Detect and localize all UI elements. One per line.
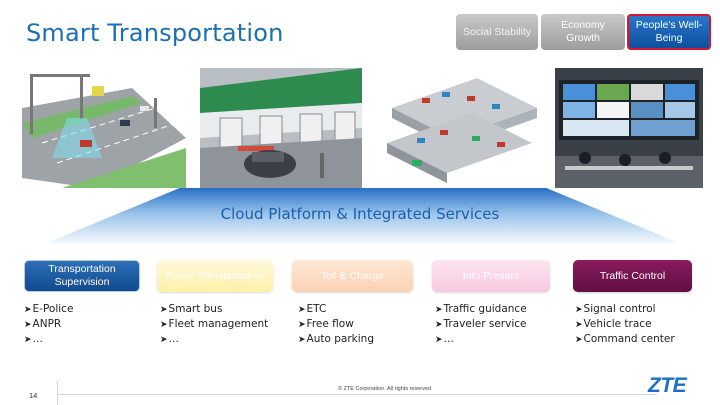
list-item: ➤Vehicle trace — [575, 318, 652, 330]
arrow-bullet-icon: ➤ — [160, 320, 168, 330]
arrow-bullet-icon: ➤ — [435, 335, 443, 345]
command-center-image — [555, 68, 703, 188]
list-item: ➤Traffic guidance — [435, 303, 527, 315]
arrow-bullet-icon: ➤ — [24, 335, 32, 345]
arrow-bullet-icon: ➤ — [575, 305, 583, 315]
arrow-bullet-icon: ➤ — [298, 320, 306, 330]
arrow-bullet-icon: ➤ — [24, 305, 32, 315]
list-item: ➤Traveler service — [435, 318, 527, 330]
category-transportation-supervision: Transportation Supervision — [24, 260, 140, 292]
category-info-present: Info Present — [432, 260, 550, 292]
list-item: ➤Auto parking — [298, 333, 374, 345]
page-number: 14 — [29, 391, 38, 400]
smart-parking-image — [382, 68, 542, 188]
footer-divider — [57, 381, 58, 405]
traffic-control-list: ➤Signal control ➤Vehicle trace ➤Command … — [575, 302, 675, 347]
category-public-transportation: Public Transportation — [157, 260, 273, 292]
arrow-bullet-icon: ➤ — [298, 335, 306, 345]
page-title: Smart Transportation — [26, 19, 284, 47]
toll-charge-list: ➤ETC ➤Free flow ➤Auto parking — [298, 302, 374, 347]
footer-divider — [57, 394, 657, 395]
highway-monitoring-image — [22, 68, 186, 188]
arrow-bullet-icon: ➤ — [435, 305, 443, 315]
list-item: ➤… — [160, 333, 180, 345]
list-item: ➤Smart bus — [160, 303, 223, 315]
list-item: ➤Command center — [575, 333, 675, 345]
arrow-bullet-icon: ➤ — [575, 320, 583, 330]
category-traffic-control: Traffic Control — [573, 260, 692, 292]
list-item: ➤… — [24, 333, 44, 345]
tag-social-stability: Social Stability — [456, 14, 538, 50]
arrow-bullet-icon: ➤ — [435, 320, 443, 330]
list-item: ➤Free flow — [298, 318, 354, 330]
public-transportation-list: ➤Smart bus ➤Fleet management ➤… — [160, 302, 268, 347]
list-item: ➤Signal control — [575, 303, 656, 315]
list-item: ➤ANPR — [24, 318, 62, 330]
tag-peoples-well-being: People's Well-Being — [627, 14, 711, 50]
zte-logo: ZTE — [648, 374, 687, 397]
arrow-bullet-icon: ➤ — [298, 305, 306, 315]
category-toll-charge: Toll & Charge — [292, 260, 413, 292]
arrow-bullet-icon: ➤ — [575, 335, 583, 345]
cloud-platform-label: Cloud Platform & Integrated Services — [220, 205, 500, 223]
list-item: ➤Fleet management — [160, 318, 269, 330]
supervision-list: ➤E-Police ➤ANPR ➤… — [24, 302, 73, 347]
list-item: ➤E-Police — [24, 303, 74, 315]
info-present-list: ➤Traffic guidance ➤Traveler service ➤… — [435, 302, 527, 347]
toll-station-image — [200, 68, 362, 188]
list-item: ➤… — [435, 333, 455, 345]
tag-economy-growth: Economy Growth — [541, 14, 625, 50]
arrow-bullet-icon: ➤ — [160, 305, 168, 315]
arrow-bullet-icon: ➤ — [24, 320, 32, 330]
arrow-bullet-icon: ➤ — [160, 335, 168, 345]
copyright-notice: © ZTE Corporation. All rights reserved — [338, 386, 432, 392]
list-item: ➤ETC — [298, 303, 327, 315]
